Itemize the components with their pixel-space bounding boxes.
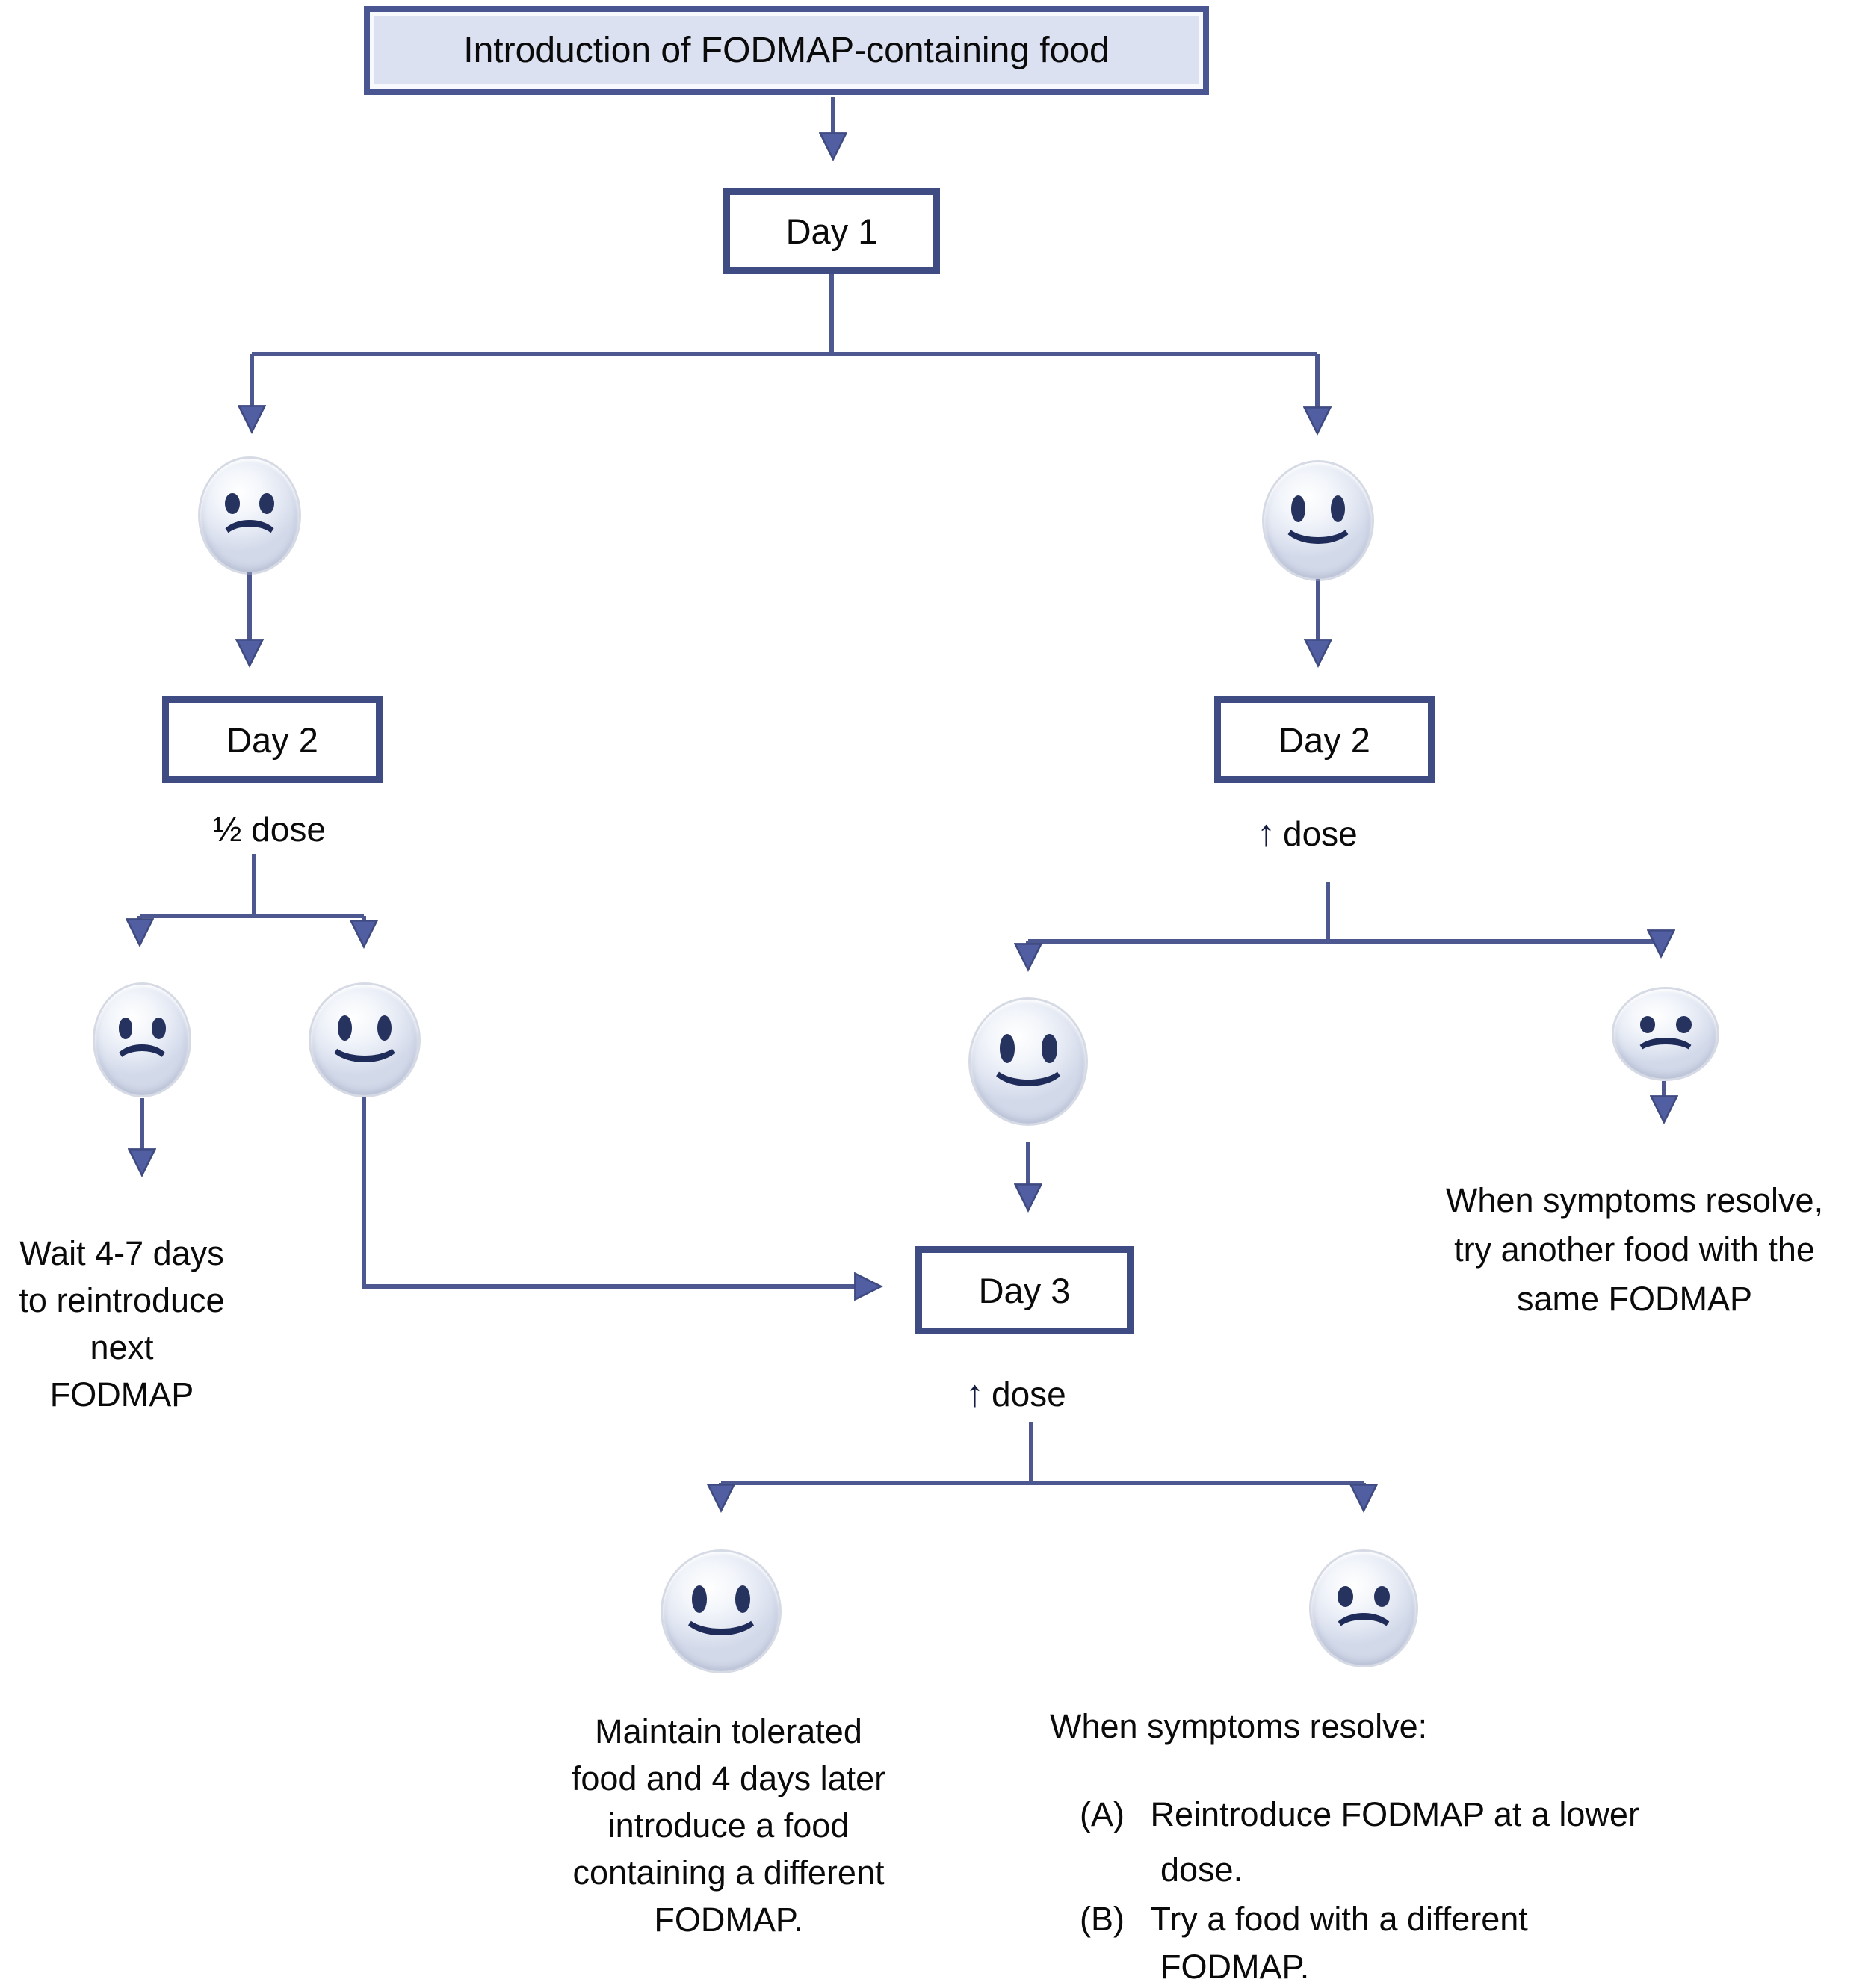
happy-face-icon	[311, 985, 418, 1095]
text-line: food and 4 days later	[571, 1759, 886, 1797]
resolve-option-a: (A) Reintroduce FODMAP at a lower	[1080, 1791, 1639, 1838]
outcome-wait-text: Wait 4-7 days to reintroduce next FODMAP	[1, 1230, 242, 1418]
happy-face-icon	[1264, 462, 1372, 579]
node-intro: Introduction of FODMAP-containing food	[364, 6, 1209, 95]
text-line: When symptoms resolve,	[1445, 1181, 1824, 1219]
resolve-option-b-cont: FODMAP.	[1160, 1948, 1310, 1986]
up-arrow-icon: ↑	[965, 1372, 984, 1414]
node-day2-right: Day 2	[1214, 696, 1435, 783]
sad-face-icon	[1614, 989, 1717, 1079]
increase-dose-label-day3: ↑dose	[965, 1372, 1066, 1415]
node-intro-label: Introduction of FODMAP-containing food	[463, 31, 1110, 70]
up-arrow-icon: ↑	[1257, 812, 1275, 854]
node-day2-left-label: Day 2	[226, 719, 318, 760]
increase-dose-label-right: ↑dose	[1257, 811, 1358, 855]
node-day1-label: Day 1	[785, 211, 878, 251]
connector	[362, 1097, 879, 1286]
node-day1: Day 1	[723, 188, 940, 274]
text-line: to reintroduce	[19, 1281, 225, 1319]
dose-text: dose	[1283, 814, 1358, 853]
node-day2-right-label: Day 2	[1278, 719, 1370, 760]
happy-face-icon	[971, 1000, 1086, 1124]
text-line: Wait 4-7 days	[19, 1234, 224, 1272]
sad-face-icon	[1311, 1552, 1416, 1665]
text-line: try another food with the	[1454, 1230, 1815, 1269]
text-line: FODMAP.	[654, 1901, 803, 1939]
node-day3: Day 3	[915, 1246, 1134, 1334]
resolve-option-b: (B) Try a food with a different	[1080, 1895, 1528, 1942]
half-dose-text: ½ dose	[213, 810, 326, 849]
half-dose-label: ½ dose	[174, 809, 365, 849]
text-line: Maintain tolerated	[595, 1712, 862, 1750]
resolve-option-a-cont: dose.	[1160, 1851, 1243, 1889]
list-marker-b: (B)	[1080, 1900, 1125, 1938]
sad-face-icon	[200, 459, 299, 572]
text-line: introduce a food	[607, 1806, 850, 1845]
text-line: containing a different	[572, 1854, 885, 1892]
text-line: same FODMAP	[1516, 1280, 1753, 1318]
list-marker-a: (A)	[1080, 1795, 1125, 1833]
text-line: next	[90, 1328, 154, 1366]
outcome-maintain-text: Maintain tolerated food and 4 days later…	[557, 1708, 900, 1943]
sad-face-icon	[95, 985, 189, 1095]
option-a-text: Reintroduce FODMAP at a lower	[1150, 1795, 1639, 1833]
happy-face-icon	[663, 1552, 779, 1671]
dose-text: dose	[992, 1375, 1066, 1413]
text-line: FODMAP	[49, 1375, 194, 1413]
outcome-resolve-heading: When symptoms resolve:	[1050, 1707, 1428, 1745]
node-day3-label: Day 3	[978, 1270, 1071, 1310]
node-day2-left: Day 2	[162, 696, 383, 783]
option-b-text: Try a food with a different	[1150, 1900, 1528, 1938]
outcome-same-fodmap-text: When symptoms resolve, try another food …	[1412, 1176, 1857, 1324]
